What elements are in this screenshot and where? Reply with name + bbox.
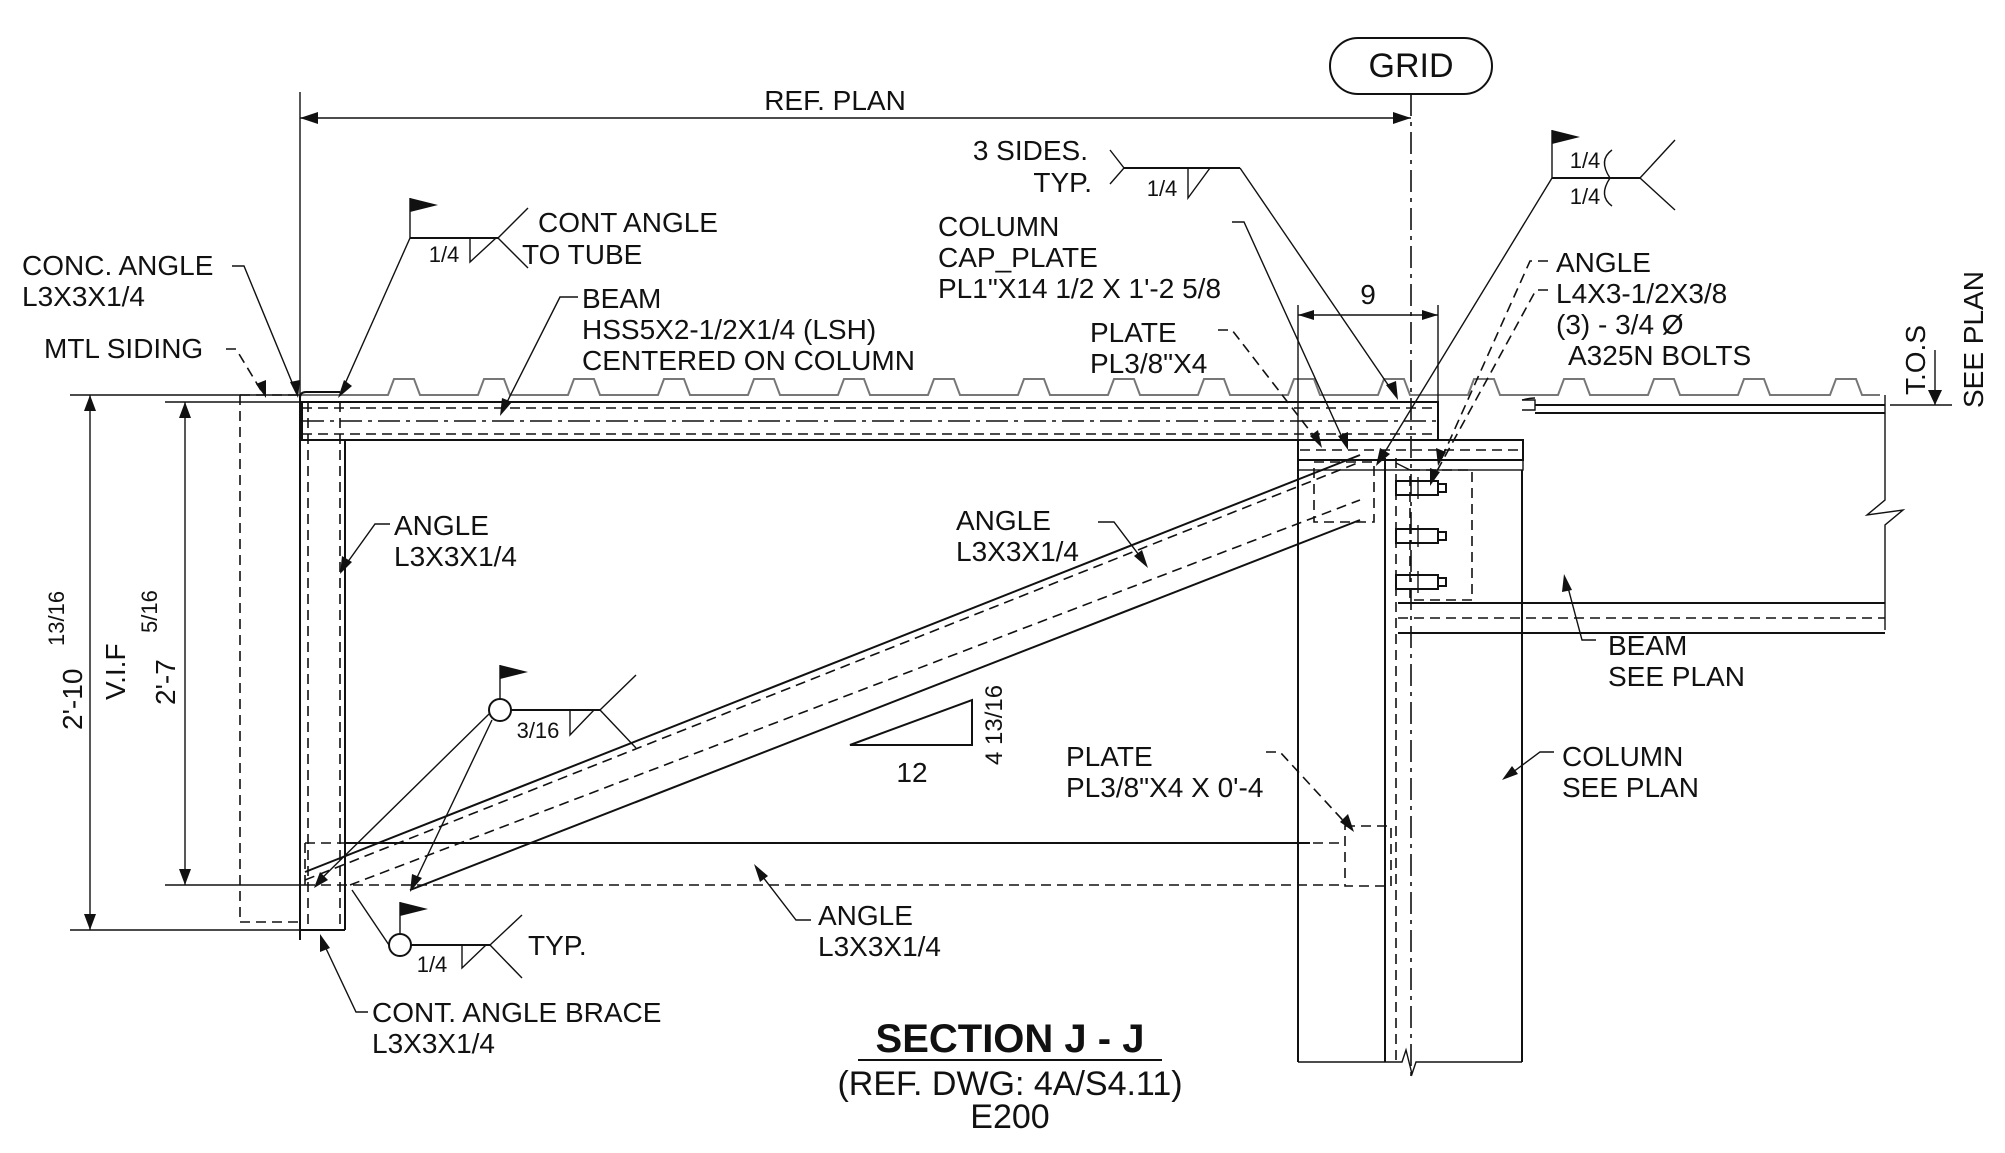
- weld-symbol-three-sides: 3 SIDES. TYP. 1/4: [973, 135, 1398, 400]
- weld-size-top-left: 1/4: [429, 242, 460, 267]
- cont-brace-line1: CONT. ANGLE BRACE: [372, 997, 661, 1028]
- right-beam: [1398, 395, 1906, 634]
- plate-top-line1: PLATE: [1090, 317, 1177, 348]
- beam-see-plan-line2: SEE PLAN: [1608, 661, 1745, 692]
- weld-size-three-sides: 1/4: [1147, 176, 1178, 201]
- outer-height-label: 2'-10: [57, 669, 88, 730]
- beam-line1: BEAM: [582, 283, 661, 314]
- bolts-line2: A325N BOLTS: [1568, 340, 1751, 371]
- column-cap-line1: COLUMN: [938, 211, 1059, 242]
- weld-symbol-bottom-left: 1/4 TYP.: [351, 889, 587, 979]
- beam-line3: CENTERED ON COLUMN: [582, 345, 915, 376]
- outer-height-frac: 13/16: [44, 591, 69, 646]
- siding-return: [239, 394, 300, 923]
- hss-beam: [301, 401, 1439, 441]
- weld-size-top-right-b: 1/4: [1570, 184, 1601, 209]
- weld-size-top-right-a: 1/4: [1570, 148, 1601, 173]
- bottom-typ-label: TYP.: [528, 930, 587, 961]
- bolts-line1: (3) - 3/4 Ø: [1556, 309, 1684, 340]
- cont-angle-line1: CONT ANGLE: [538, 207, 718, 238]
- three-sides-label: 3 SIDES.: [973, 135, 1088, 166]
- angle-right-line2: L4X3-1/2X3/8: [1556, 278, 1727, 309]
- nine-dimension: 9: [1297, 279, 1439, 440]
- weld-all-around-icon: [488, 698, 512, 722]
- column-see-plan-line2: SEE PLAN: [1562, 772, 1699, 803]
- bolt: [1395, 477, 1447, 499]
- section-reference: (REF. DWG: 4A/S4.11): [837, 1065, 1182, 1103]
- bottom-plate: [1344, 825, 1392, 887]
- plate-bottom-line1: PLATE: [1066, 741, 1153, 772]
- column-cap-line3: PL1"X14 1/2 X 1'-2 5/8: [938, 273, 1221, 304]
- slope-rise-label: 4 13/16: [981, 685, 1008, 765]
- column-cap-line2: CAP_PLATE: [938, 242, 1098, 273]
- cont-angle-line2: TO TUBE: [522, 239, 642, 270]
- slope-run-label: 12: [896, 757, 927, 788]
- bolted-angle: [1313, 461, 1473, 601]
- cont-brace-line2: L3X3X1/4: [372, 1028, 495, 1059]
- bolt: [1395, 525, 1447, 547]
- slope-indicator: 12 4 13/16: [849, 685, 1008, 788]
- flag-icon: [400, 902, 428, 916]
- angle-left-line2: L3X3X1/4: [394, 541, 517, 572]
- tos-marker: T.O.S SEE PLAN: [1890, 271, 1989, 408]
- bolt: [1395, 571, 1447, 593]
- bolt-group: [1395, 477, 1447, 593]
- weld-all-around-icon: [388, 933, 412, 957]
- flag-icon: [410, 198, 438, 212]
- weld-symbol-top-left: 1/4: [338, 198, 529, 398]
- vif-label: V.I.F: [100, 643, 131, 700]
- angle-diag-line2: L3X3X1/4: [956, 536, 1079, 567]
- left-post: [299, 391, 346, 940]
- conc-angle-line2: L3X3X1/4: [22, 281, 145, 312]
- flag-icon: [500, 665, 528, 679]
- column: [1297, 440, 1523, 1077]
- beam-line2: HSS5X2-1/2X1/4 (LSH): [582, 314, 876, 345]
- angle-bottom-line1: ANGLE: [818, 900, 913, 931]
- bottom-angle: [304, 842, 1345, 886]
- column-see-plan-line1: COLUMN: [1562, 741, 1683, 772]
- flag-icon: [1552, 130, 1580, 144]
- angle-bottom-line2: L3X3X1/4: [818, 931, 941, 962]
- conc-angle-line1: CONC. ANGLE: [22, 250, 213, 281]
- grid-label: GRID: [1369, 47, 1454, 85]
- height-dimensions: 2'-10 13/16 V.I.F 2'-7 5/16: [44, 394, 305, 931]
- inner-height-label: 2'-7: [150, 659, 181, 705]
- mtl-siding-label: MTL SIDING: [44, 333, 203, 364]
- callout-texts: CONT ANGLE TO TUBE CONC. ANGLE L3X3X1/4 …: [22, 207, 1751, 1059]
- beam-see-plan-line1: BEAM: [1608, 630, 1687, 661]
- weld-symbol-top-right: 1/4 1/4: [1376, 130, 1676, 466]
- diagonal-brace: [304, 454, 1361, 891]
- nine-label: 9: [1360, 279, 1376, 310]
- metal-siding: [300, 378, 1880, 396]
- see-plan-side-label: SEE PLAN: [1958, 271, 1989, 408]
- plate-top-line2: PL3/8"X4: [1090, 348, 1207, 379]
- tos-label: T.O.S: [1900, 325, 1931, 395]
- inner-height-frac: 5/16: [137, 590, 162, 633]
- three-sides-typ-label: TYP.: [1033, 167, 1092, 198]
- section-title: SECTION J - J: [876, 1017, 1145, 1061]
- weld-size-mid-left: 3/16: [517, 718, 560, 743]
- grid-marker: GRID: [1329, 37, 1493, 1080]
- leaders: [226, 221, 1596, 1013]
- angle-left-line1: ANGLE: [394, 510, 489, 541]
- ref-plan-dimension: REF. PLAN: [299, 85, 1411, 395]
- title-block: SECTION J - J (REF. DWG: 4A/S4.11) E200: [837, 1017, 1182, 1136]
- ref-plan-label: REF. PLAN: [764, 85, 906, 116]
- weld-size-bottom-left: 1/4: [417, 952, 448, 977]
- angle-right-line1: ANGLE: [1556, 247, 1651, 278]
- plate-bottom-line2: PL3/8"X4 X 0'-4: [1066, 772, 1263, 803]
- weld-symbol-mid-left: 3/16: [314, 665, 637, 892]
- sheet-number: E200: [970, 1098, 1049, 1136]
- angle-diag-line1: ANGLE: [956, 505, 1051, 536]
